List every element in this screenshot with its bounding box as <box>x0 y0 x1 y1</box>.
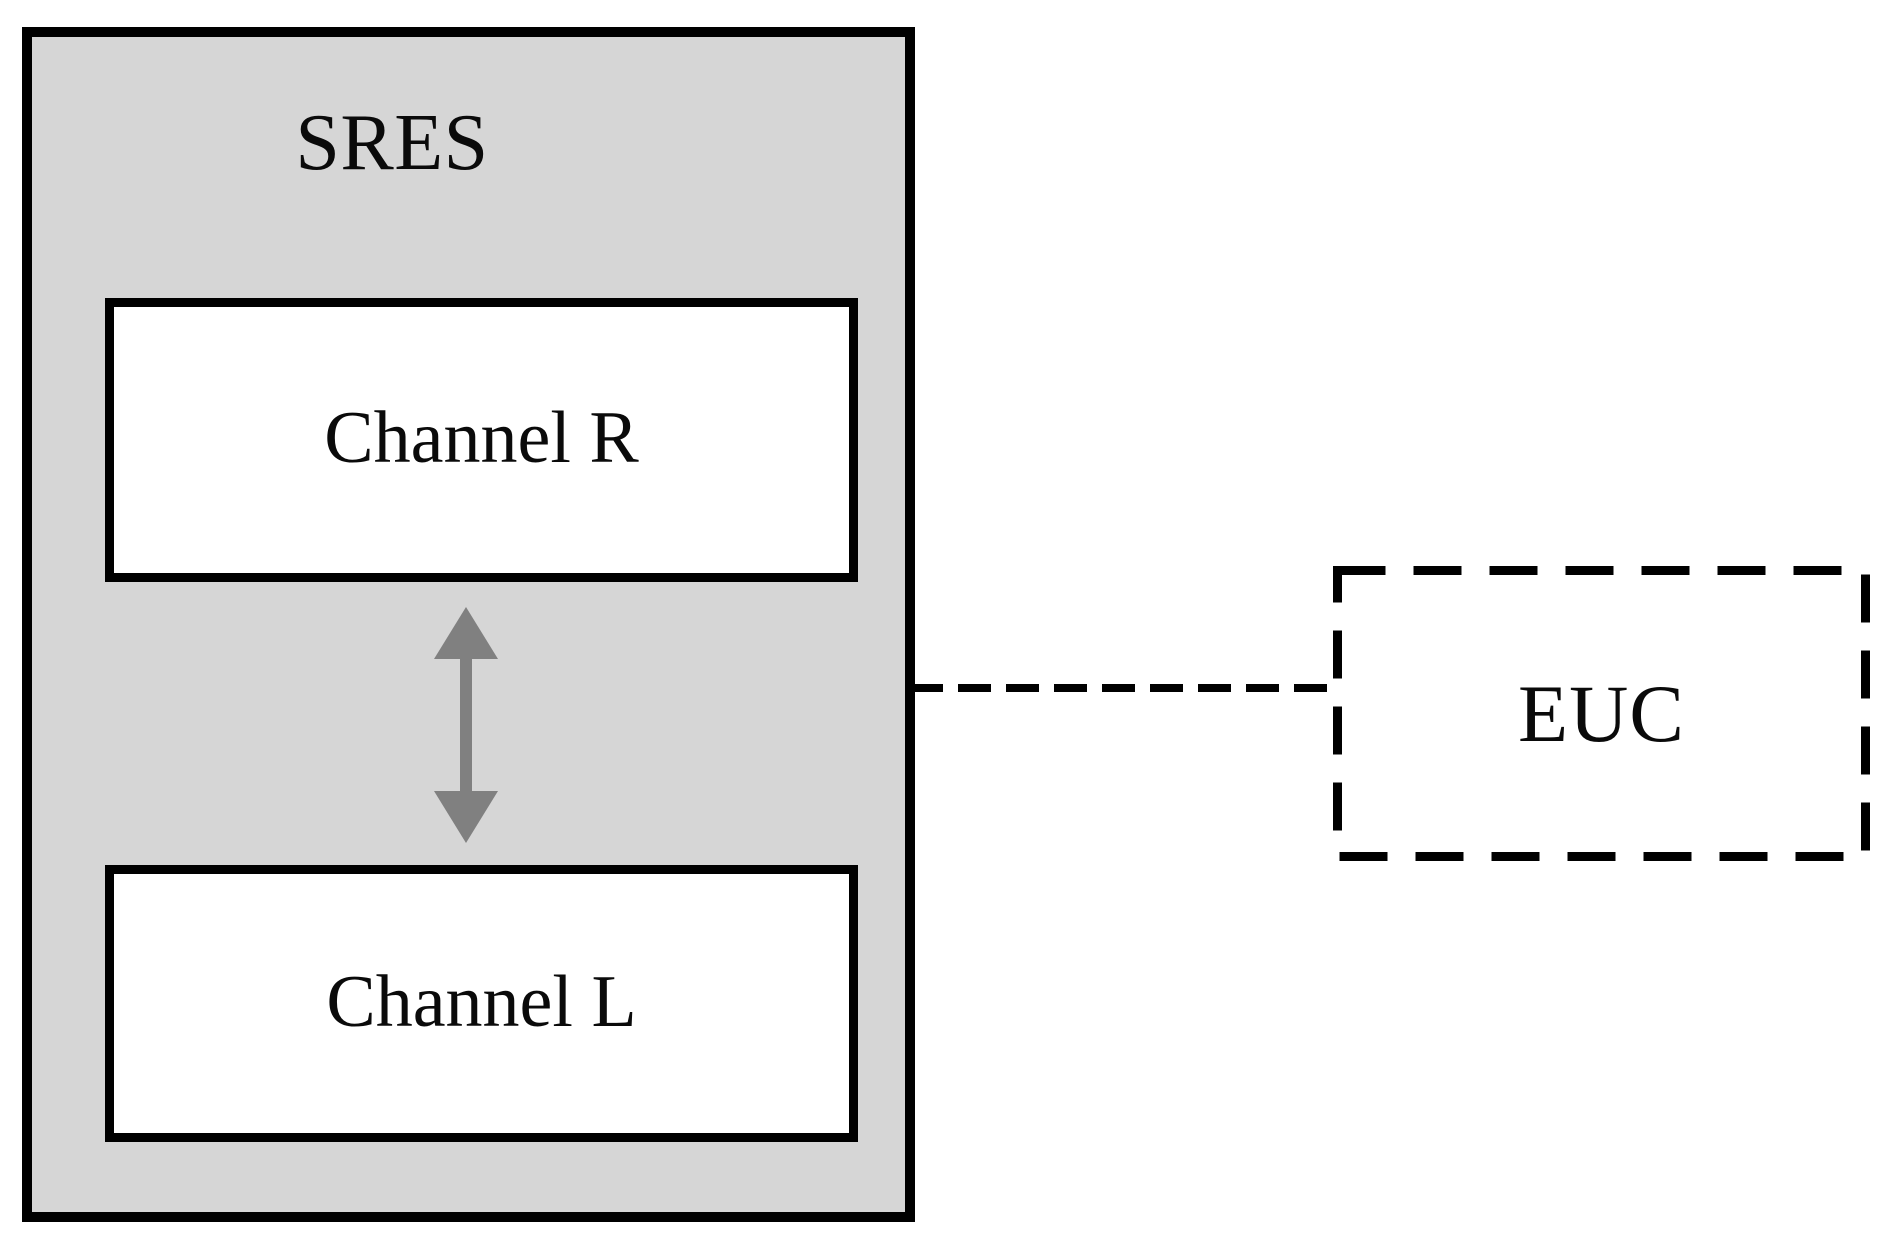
channel-r-label: Channel R <box>324 397 639 479</box>
arrow-shaft <box>460 619 472 831</box>
channel-l-label: Channel L <box>326 960 637 1043</box>
euc-dashed-border-svg <box>1333 566 1870 861</box>
euc-block: EUC <box>1333 566 1870 861</box>
sres-container: SRES Channel R Channel L <box>22 27 915 1222</box>
sres-euc-connector <box>910 680 1340 692</box>
sres-container-label: SRES <box>295 99 489 187</box>
channel-l-block: Channel L <box>105 865 858 1142</box>
dashed-connector-svg <box>910 684 1340 692</box>
arrow-head-down <box>434 791 498 843</box>
arrow-head-up <box>434 607 498 659</box>
euc-label: EUC <box>1518 667 1685 759</box>
channel-r-block: Channel R <box>105 298 858 582</box>
bidirectional-arrow-icon <box>412 585 520 865</box>
euc-dashed-border-rect <box>1333 566 1870 861</box>
bidirectional-arrow-svg <box>434 607 498 843</box>
